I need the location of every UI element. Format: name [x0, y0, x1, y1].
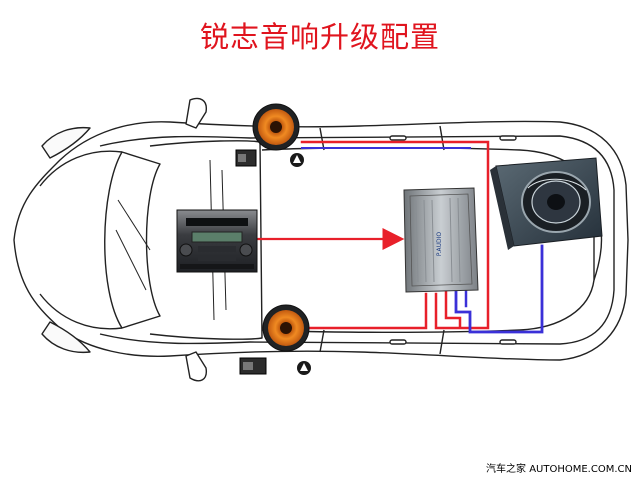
tweeter-top [290, 153, 304, 167]
subwoofer [490, 158, 602, 250]
crossover-bottom [240, 358, 266, 374]
wiper [116, 230, 146, 290]
door-seam-front-top [320, 128, 324, 150]
headlight-right [42, 322, 90, 352]
amplifier-brand-label: P.AUDIO [436, 232, 443, 256]
windshield [105, 152, 160, 328]
watermark: 汽车之家 AUTOHOME.COM.CN [486, 460, 632, 475]
crossover-top [236, 150, 256, 166]
door-seam-front-bottom [320, 330, 324, 352]
door-seam-rear-top [440, 126, 444, 150]
head-unit [177, 210, 257, 272]
speaker-wire-bottom-red [302, 294, 426, 328]
door-handle [500, 136, 516, 140]
mirror-right [186, 352, 206, 381]
tweeter-bottom [297, 361, 311, 375]
door-seam-rear-bottom [440, 330, 444, 354]
amplifier: P.AUDIO [404, 188, 478, 292]
sub-wire-red [446, 290, 460, 326]
front-left-speaker [253, 104, 299, 150]
front-right-speaker [263, 305, 309, 351]
door-handle [390, 136, 406, 140]
door-handle [500, 340, 516, 344]
door-handle [390, 340, 406, 344]
